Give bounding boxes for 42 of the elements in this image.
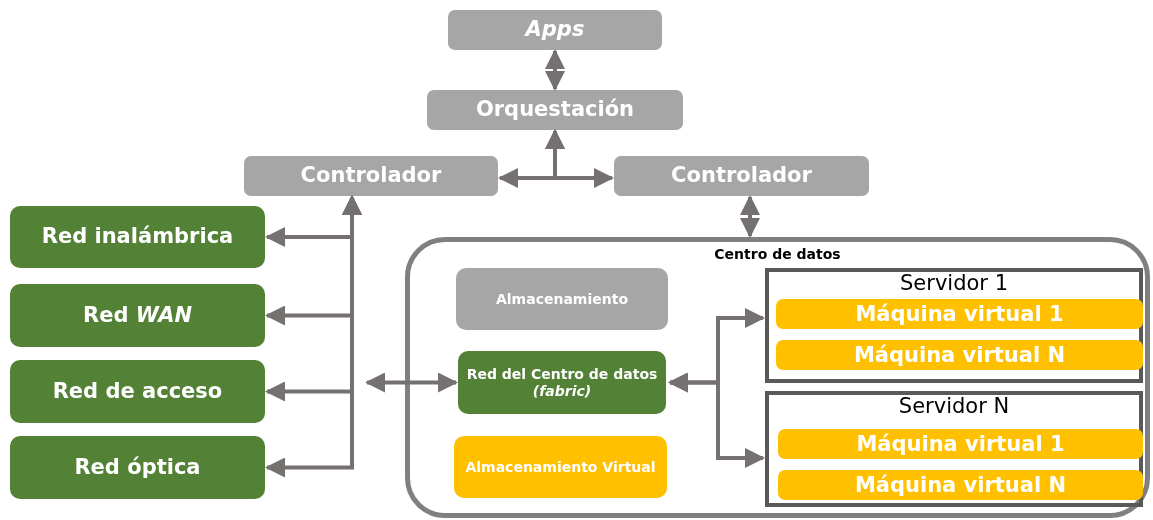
box-label: Máquina virtual 1 [855, 303, 1064, 325]
network-box [10, 284, 265, 347]
process-box [614, 156, 869, 196]
data-center-container [405, 237, 1150, 518]
virtual-box [778, 470, 1143, 500]
box-label: Máquina virtual N [854, 474, 1067, 496]
virtual-box [776, 340, 1143, 370]
arrow [668, 372, 765, 468]
process-box [244, 156, 498, 196]
box-label: Red de acceso [52, 378, 223, 405]
arrow [740, 195, 760, 238]
arrow [545, 129, 614, 188]
box-label: Controlador [300, 163, 442, 189]
process-box [427, 90, 683, 130]
process-box [448, 10, 662, 50]
server-box [765, 268, 1143, 383]
box-label: Máquina virtual N [853, 344, 1066, 366]
virtual-box [778, 429, 1143, 459]
network-box [458, 351, 666, 414]
box-label: Red WAN [83, 302, 192, 329]
arrow [265, 195, 362, 478]
box-label: Almacenamiento Virtual [465, 458, 656, 476]
network-box [10, 436, 265, 499]
container-heading: Centro de datos [714, 246, 841, 263]
box-label: Almacenamiento [495, 290, 628, 308]
process-box [456, 268, 668, 330]
box-label: Orquestación [475, 97, 635, 123]
network-box [10, 360, 265, 423]
server-heading: Servidor N [898, 395, 1010, 419]
box-label: Apps [525, 17, 585, 43]
box-label: Controlador [671, 163, 812, 189]
virtual-box [776, 299, 1143, 329]
box-label: Red del Centro de datos (fabric) [465, 365, 659, 400]
box-label: Red inalámbrica [41, 224, 234, 250]
server-box [765, 391, 1143, 507]
box-label: Máquina virtual 1 [856, 433, 1065, 455]
box-label: Red óptica [74, 454, 201, 481]
arrow [365, 372, 458, 393]
virtual-box [454, 436, 667, 498]
network-box [10, 206, 265, 268]
server-heading: Servidor 1 [900, 272, 1008, 296]
arrow [545, 49, 565, 91]
